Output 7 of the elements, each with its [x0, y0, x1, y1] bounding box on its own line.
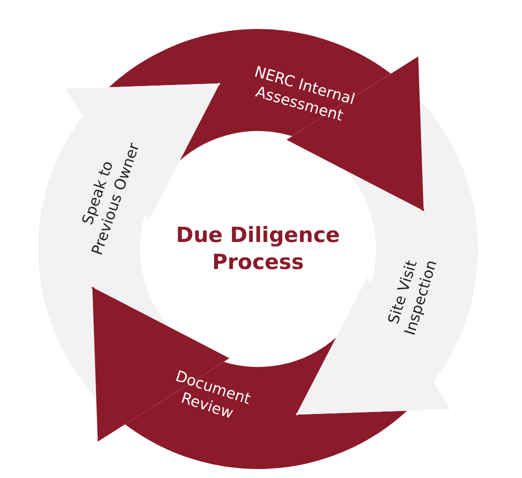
- diagram-title: Due Diligence Process: [175, 222, 341, 276]
- arrowhead: [92, 286, 230, 442]
- ring-segment: [125, 337, 408, 469]
- arrowhead: [296, 277, 451, 416]
- ring-segment: [38, 116, 170, 399]
- arrowhead: [286, 56, 424, 212]
- arrowhead: [65, 82, 220, 221]
